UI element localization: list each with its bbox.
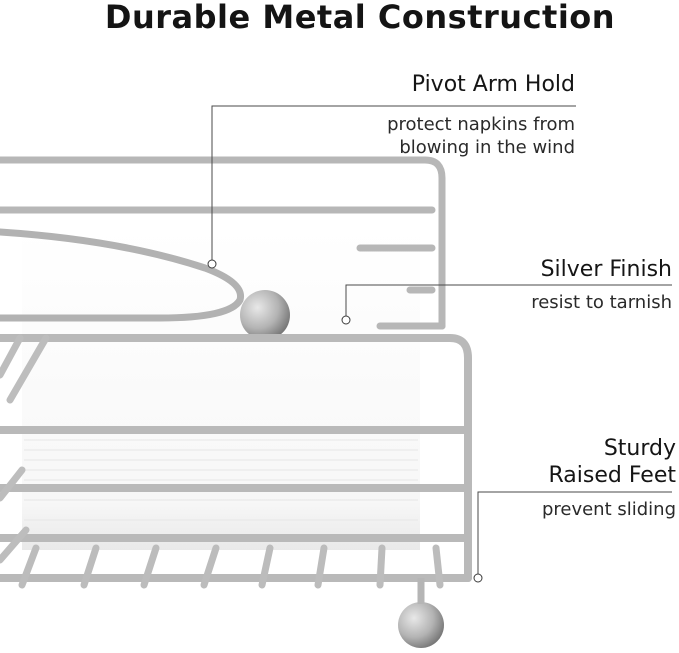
feature-title-pivot-arm: Pivot Arm Hold	[411, 72, 575, 97]
callout-lines	[211, 105, 672, 576]
feature-desc-pivot-arm-line1: protect napkins from	[387, 114, 575, 135]
feature-desc-silver-finish: resist to tarnish	[531, 292, 672, 313]
front-frame	[0, 334, 472, 582]
headline: Durable Metal Construction	[104, 0, 616, 36]
napkin-stack	[22, 228, 420, 550]
back-frame	[0, 156, 446, 330]
side-rails	[0, 334, 50, 564]
callout-dots	[207, 259, 483, 583]
pivot-ball	[240, 290, 290, 340]
bottom-slats	[18, 544, 444, 589]
feature-desc-pivot-arm-line2: blowing in the wind	[399, 137, 575, 158]
feature-title-raised-feet-line2: Raised Feet	[548, 463, 677, 488]
feature-title-silver-finish: Silver Finish	[540, 257, 672, 282]
pivot-arm	[0, 228, 245, 322]
feature-title-raised-feet-line1: Sturdy	[603, 436, 676, 461]
raised-foot	[398, 602, 444, 648]
feature-desc-raised-feet: prevent sliding	[541, 499, 676, 520]
